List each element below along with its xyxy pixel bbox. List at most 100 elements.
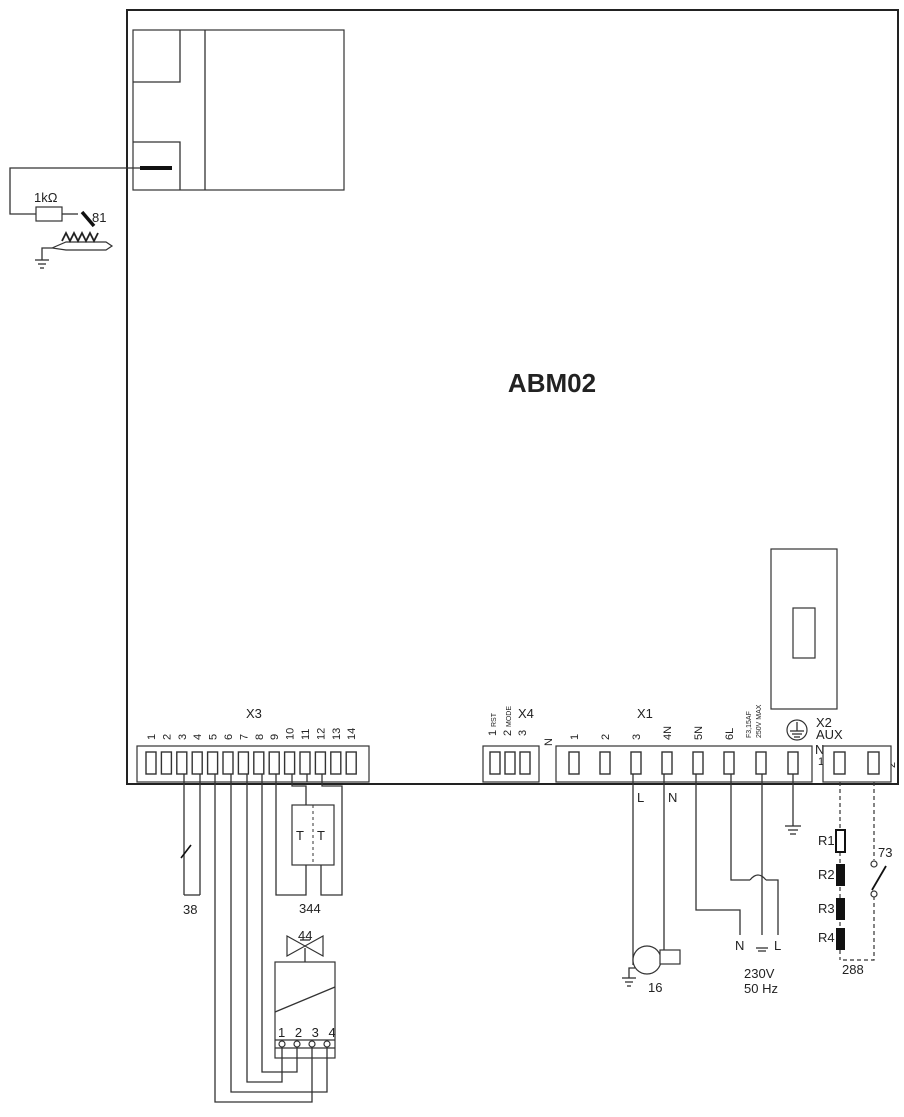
x4-pin-2: 2 bbox=[502, 730, 514, 736]
x1-terminal bbox=[692, 751, 704, 775]
switch-73 bbox=[871, 865, 887, 891]
x1-pin-label: 2 bbox=[600, 734, 612, 740]
x3-pin-label: 9 bbox=[269, 734, 281, 740]
x1-pin-label: 1 bbox=[569, 734, 581, 740]
resistor-r4: R4 bbox=[818, 930, 835, 945]
thermostat-344: T T 344 bbox=[275, 774, 343, 916]
x3-terminal bbox=[160, 751, 173, 775]
fuse-line1: F3,15AF bbox=[746, 711, 753, 738]
x3-terminal bbox=[145, 751, 157, 775]
x1-terminal-strip bbox=[555, 745, 813, 783]
x3-terminal bbox=[222, 751, 234, 775]
thermostat-344-label: 344 bbox=[299, 901, 321, 916]
x2-pin-1: 1 bbox=[818, 756, 824, 768]
x3-label: X3 bbox=[246, 706, 262, 721]
resistor-1k bbox=[35, 206, 63, 222]
x3-terminal bbox=[299, 751, 311, 775]
x1-pin-label: 4N bbox=[662, 726, 674, 740]
supply-l: L bbox=[774, 938, 781, 953]
x3-terminal bbox=[206, 751, 219, 775]
x1-terminal bbox=[755, 751, 767, 775]
x3-terminal bbox=[283, 751, 296, 775]
x4-rst: RST bbox=[491, 712, 498, 727]
thermostat-t2: T bbox=[317, 828, 325, 843]
x2-terminal-strip bbox=[822, 745, 892, 783]
resistor-r3: R3 bbox=[818, 901, 835, 916]
valve-44: 44 1 2 3 4 bbox=[274, 928, 339, 1059]
x1-terminal bbox=[630, 751, 642, 775]
fuse-line2: 250V MAX bbox=[756, 704, 763, 738]
x1-pin-label: 3 bbox=[631, 734, 643, 740]
x4-pin-1: 1 bbox=[487, 730, 499, 736]
x3-pin-label: 14 bbox=[346, 728, 358, 740]
aux-label: AUX bbox=[816, 727, 843, 742]
x3-terminal bbox=[330, 751, 342, 775]
resistor-r1: R1 bbox=[818, 833, 835, 848]
x2-label: X2 bbox=[816, 715, 832, 730]
x3-pin-label: 8 bbox=[254, 734, 266, 740]
board-title: ABM02 bbox=[508, 368, 596, 398]
x1-terminal bbox=[723, 751, 735, 775]
x3-terminal bbox=[345, 751, 357, 775]
power-supply: N L 230V 50 Hz bbox=[695, 774, 801, 996]
supply-voltage: 230V bbox=[744, 966, 775, 981]
pump-n-label: N bbox=[668, 790, 677, 805]
x4-label: X4 bbox=[518, 706, 534, 721]
x4-terminal bbox=[519, 751, 531, 775]
resistor-label: 1kΩ bbox=[34, 190, 58, 205]
group-288-label: 288 bbox=[842, 962, 864, 977]
x3-pin-label: 1 bbox=[146, 734, 158, 740]
x1-terminal bbox=[661, 751, 673, 775]
x3-pin-label: 6 bbox=[223, 734, 235, 740]
resistor-r2: R2 bbox=[818, 867, 835, 882]
x3-pin-label: 3 bbox=[177, 734, 189, 740]
switch-38-label: 38 bbox=[183, 902, 197, 917]
x3-pin-label: 12 bbox=[315, 728, 327, 740]
x4-terminal bbox=[489, 751, 501, 775]
x3-terminal-strip bbox=[136, 745, 370, 783]
x1-pin-label: 5N bbox=[693, 726, 705, 740]
x1-n-label: N bbox=[543, 738, 555, 746]
x3-pin-label: 5 bbox=[208, 734, 220, 740]
x3-pin-label: 4 bbox=[192, 734, 204, 740]
x3-pin-label: 7 bbox=[238, 734, 250, 740]
pump-16: L N 16 bbox=[622, 774, 681, 995]
ionisation-circuit: 1kΩ 81 bbox=[9, 167, 140, 269]
x4-terminal bbox=[504, 751, 516, 775]
x3-terminal bbox=[176, 751, 188, 775]
x3-terminal bbox=[237, 751, 250, 775]
x1-terminal bbox=[599, 751, 611, 775]
x3-pin-label: 10 bbox=[285, 728, 297, 740]
thermostat-t1: T bbox=[296, 828, 304, 843]
supply-n: N bbox=[735, 938, 744, 953]
valve-pins: 1 2 3 4 bbox=[278, 1025, 339, 1040]
switch-38: 38 bbox=[180, 774, 201, 917]
x1-label: X1 bbox=[637, 706, 653, 721]
x3-terminal bbox=[191, 751, 203, 775]
x2-pin-2: 2 bbox=[886, 762, 898, 768]
switch-73-label: 73 bbox=[878, 845, 892, 860]
valve-wiring bbox=[214, 774, 328, 1103]
x1-terminal bbox=[568, 751, 580, 775]
sensor-81-label: 81 bbox=[92, 210, 106, 225]
x4-terminal-strip bbox=[482, 745, 540, 783]
x3-terminal bbox=[314, 751, 327, 775]
electrode-81 bbox=[80, 210, 96, 228]
x2-pin-n: N bbox=[815, 742, 824, 757]
pump-16-label: 16 bbox=[648, 980, 662, 995]
x3-pin-label: 11 bbox=[300, 729, 312, 740]
x3-terminal bbox=[268, 751, 280, 775]
x2-module: X2 AUX N 1 2 bbox=[770, 548, 898, 768]
x3-terminal bbox=[253, 751, 265, 775]
resistor-group-288: R1 R2 R3 R4 73 288 bbox=[818, 782, 892, 977]
x4-mode: MODE bbox=[506, 706, 513, 727]
pump-l-label: L bbox=[637, 790, 644, 805]
x1-pin-label: 6L bbox=[724, 728, 736, 740]
ignition-module bbox=[132, 29, 345, 191]
supply-frequency: 50 Hz bbox=[744, 981, 778, 996]
x3-pin-label: 2 bbox=[161, 734, 173, 740]
x3-pin-label: 13 bbox=[331, 728, 343, 740]
valve-44-label: 44 bbox=[298, 928, 312, 943]
x1-terminal bbox=[787, 751, 799, 775]
